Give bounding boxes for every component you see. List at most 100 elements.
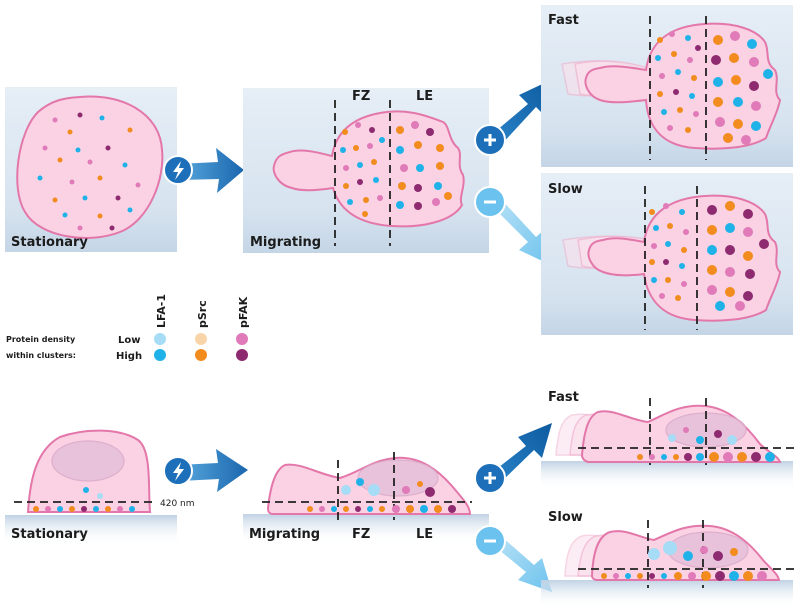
cluster-dot <box>735 301 745 311</box>
cluster-dot <box>730 548 738 556</box>
cluster-dot <box>363 197 369 203</box>
cluster-dot <box>649 209 655 215</box>
cluster-dot <box>659 73 665 79</box>
cluster-dot <box>81 506 87 512</box>
cluster-dot <box>97 213 103 219</box>
top-fast-arrow <box>474 79 553 156</box>
cluster-dot <box>369 127 375 133</box>
cluster-dot <box>709 452 719 462</box>
cluster-dot <box>307 506 313 512</box>
cluster-dot <box>707 245 717 255</box>
cluster-dot <box>625 573 631 579</box>
cluster-dot <box>688 572 696 580</box>
bottom-slow-panel: Slow <box>541 510 794 608</box>
cluster-dot <box>751 101 761 111</box>
cluster-dot <box>396 146 404 154</box>
cluster-dot <box>671 51 677 57</box>
cluster-dot <box>693 111 699 117</box>
legend-pfak-low-swatch <box>236 333 248 345</box>
legend-title-line1: Protein density <box>6 335 76 344</box>
cluster-dot <box>695 45 701 51</box>
cluster-dot <box>651 243 657 249</box>
cluster-dot <box>414 141 422 149</box>
stationary-cell-top <box>16 95 164 239</box>
cluster-dot <box>707 285 717 295</box>
cluster-dot <box>82 195 88 201</box>
bottom-stimulus-arrow <box>163 449 248 492</box>
top-slow-label: Slow <box>548 182 583 197</box>
bottom-stationary-panel: 420 nm Stationary <box>5 429 195 545</box>
cluster-dot <box>343 183 349 189</box>
cluster-dot <box>733 119 743 129</box>
cluster-dot <box>681 247 687 253</box>
cluster-dot <box>105 145 111 151</box>
cluster-dot <box>725 287 735 297</box>
slow-top-clusters <box>649 201 769 311</box>
cluster-dot <box>355 506 361 512</box>
cluster-dot <box>649 573 655 579</box>
cluster-dot <box>377 195 383 201</box>
cluster-dot <box>135 182 141 188</box>
cluster-dot <box>725 223 735 233</box>
cluster-dot <box>665 241 671 247</box>
cluster-dot <box>677 107 683 113</box>
cluster-dot <box>398 182 406 190</box>
stationary-side-clusters <box>33 487 135 512</box>
cluster-dot <box>661 109 667 115</box>
migrating-side-clusters <box>307 478 456 513</box>
cluster-dot <box>715 571 725 581</box>
cluster-dot <box>367 506 373 512</box>
cluster-dot <box>725 245 735 255</box>
legend-pfak-name: pFAK <box>237 296 250 328</box>
cluster-dot <box>683 427 689 433</box>
fast-top-clusters <box>655 31 773 145</box>
cluster-dot <box>432 198 440 206</box>
cluster-dot <box>400 164 408 172</box>
cluster-dot <box>663 541 677 555</box>
cluster-dot <box>696 436 704 444</box>
cluster-dot <box>675 69 681 75</box>
cluster-dot <box>37 175 43 181</box>
cluster-dot <box>75 147 81 153</box>
fast-side-clusters <box>637 427 775 462</box>
cluster-dot <box>417 481 423 487</box>
cluster-dot <box>42 145 48 151</box>
cluster-dot <box>751 121 761 131</box>
cluster-dot <box>725 267 735 277</box>
cluster-dot <box>343 165 349 171</box>
height-label: 420 nm <box>160 499 195 509</box>
cluster-dot <box>362 211 368 217</box>
legend-psrc-low-swatch <box>195 333 207 345</box>
cluster-dot <box>696 453 704 461</box>
cluster-dot <box>741 135 751 145</box>
cluster-dot <box>757 571 767 581</box>
cluster-dot <box>687 57 693 63</box>
legend: Protein density within clusters: Low Hig… <box>6 294 250 362</box>
cluster-dot <box>67 129 73 135</box>
cluster-dot <box>97 493 103 499</box>
cluster-dot <box>416 164 424 172</box>
cluster-dot <box>665 277 671 283</box>
cluster-dot <box>749 81 759 91</box>
cluster-dot <box>723 452 733 462</box>
cluster-dot <box>743 571 753 581</box>
cluster-dot <box>45 506 51 512</box>
bottom-slow-arrow <box>474 525 552 592</box>
cluster-dot <box>411 121 419 129</box>
cluster-dot <box>109 225 115 231</box>
cluster-dot <box>356 478 364 486</box>
legend-high-label: High <box>116 351 142 362</box>
cluster-dot <box>723 133 733 143</box>
cluster-dot <box>355 122 361 128</box>
cluster-dot <box>127 127 133 133</box>
top-le-label: LE <box>416 89 433 104</box>
top-migrating-label: Migrating <box>250 235 321 250</box>
top-slow-panel: Slow <box>541 173 793 335</box>
cluster-dot <box>77 225 83 231</box>
cluster-dot <box>673 454 679 460</box>
cluster-dot <box>368 484 380 496</box>
cluster-dot <box>685 35 691 41</box>
cluster-dot <box>357 162 363 168</box>
cluster-dot <box>52 117 58 123</box>
cluster-dot <box>713 551 723 561</box>
